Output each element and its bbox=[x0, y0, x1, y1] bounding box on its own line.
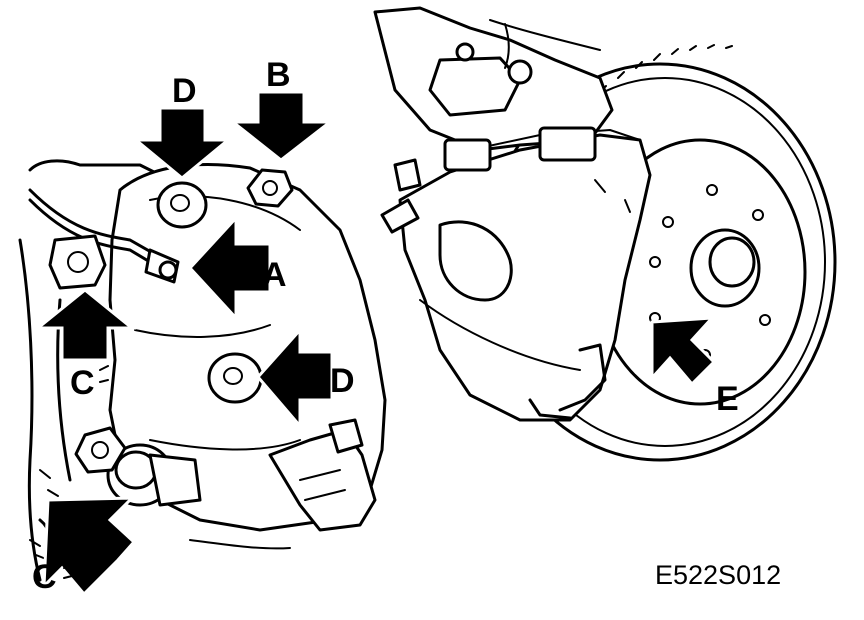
label-d-upper: D bbox=[172, 72, 197, 110]
arrow-d-upper bbox=[131, 106, 233, 180]
figure-code: E522S012 bbox=[655, 560, 781, 590]
label-c-lower-ticks bbox=[63, 564, 73, 579]
disc-assembly-illustration bbox=[373, 6, 837, 462]
label-c-lower: C bbox=[32, 558, 57, 596]
label-c-upper: C bbox=[70, 364, 95, 402]
caliper-closeup-illustration bbox=[18, 159, 387, 582]
label-b: B bbox=[266, 56, 291, 94]
label-e: E bbox=[716, 380, 739, 418]
label-a: A bbox=[262, 256, 287, 294]
arrow-b bbox=[228, 90, 335, 162]
arrow-a bbox=[187, 214, 272, 322]
arrow-e bbox=[650, 316, 726, 387]
arrow-c-lower bbox=[42, 496, 137, 597]
label-c-upper-ticks bbox=[99, 365, 109, 383]
arrow-c-upper bbox=[33, 288, 137, 362]
label-d-lower: D bbox=[330, 362, 355, 400]
arrow-d-lower bbox=[256, 326, 334, 431]
